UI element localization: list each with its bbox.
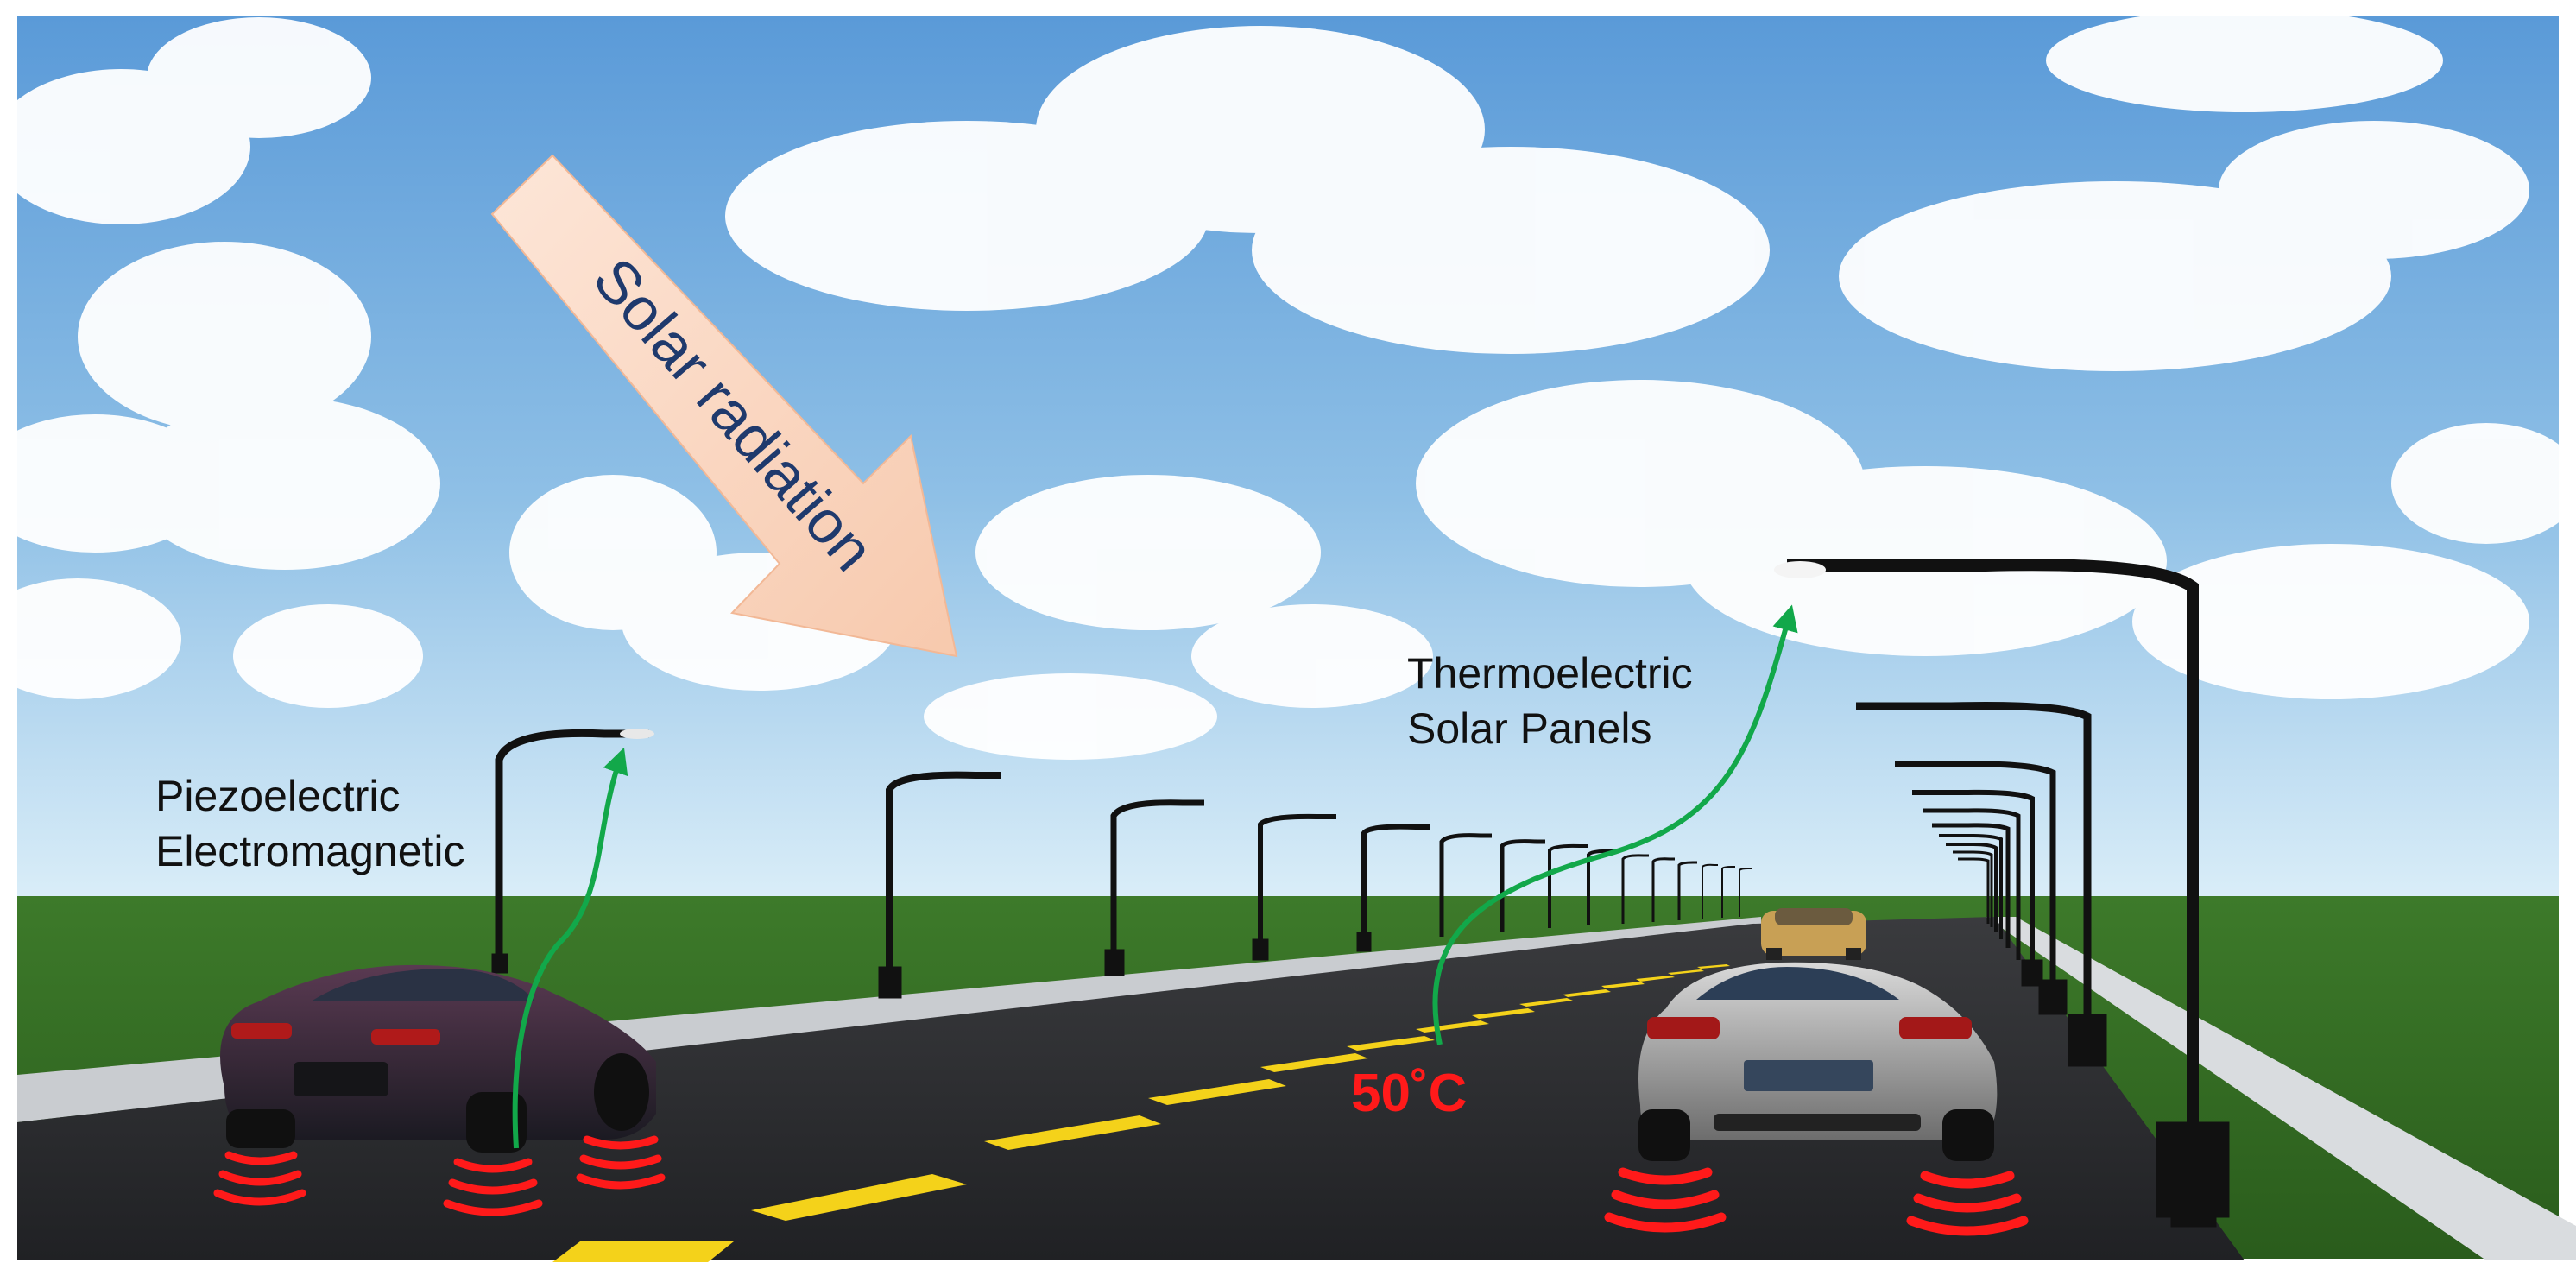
vibration-arcs-left-rear	[213, 1151, 306, 1206]
vibration-arcs-left-front	[443, 1158, 543, 1216]
vibration-arcs-left-side	[576, 1135, 666, 1190]
clouds	[0, 9, 2576, 760]
piezo-energy-arrow	[512, 747, 628, 1149]
piezo-label-line2: Electromagnetic	[155, 827, 465, 875]
left-car	[220, 964, 656, 1153]
thermo-label-line1: Thermoelectric	[1407, 649, 1693, 698]
piezo-electromagnetic-label: Piezoelectric Electromagnetic	[155, 768, 465, 879]
lane-markings	[552, 964, 1730, 1262]
distant-car	[1761, 908, 1866, 960]
vibration-arcs	[213, 1135, 2029, 1236]
thermo-energy-arrow	[1432, 604, 1798, 1045]
thermo-label-line2: Solar Panels	[1407, 704, 1652, 753]
right-street-lamps	[1774, 559, 2230, 1228]
left-street-lamps	[491, 729, 1752, 999]
road-temperature-label: 50˚C	[1351, 1064, 1468, 1123]
vibration-arcs-right-right	[1906, 1171, 2029, 1236]
solar-radiation-arrow	[490, 154, 958, 658]
right-sidewalk	[1986, 917, 2576, 1260]
piezo-label-line1: Piezoelectric	[155, 772, 401, 820]
thermoelectric-solar-label: Thermoelectric Solar Panels	[1407, 646, 1693, 756]
vibration-arcs-right-left	[1604, 1167, 1727, 1233]
right-car	[1638, 962, 1998, 1161]
